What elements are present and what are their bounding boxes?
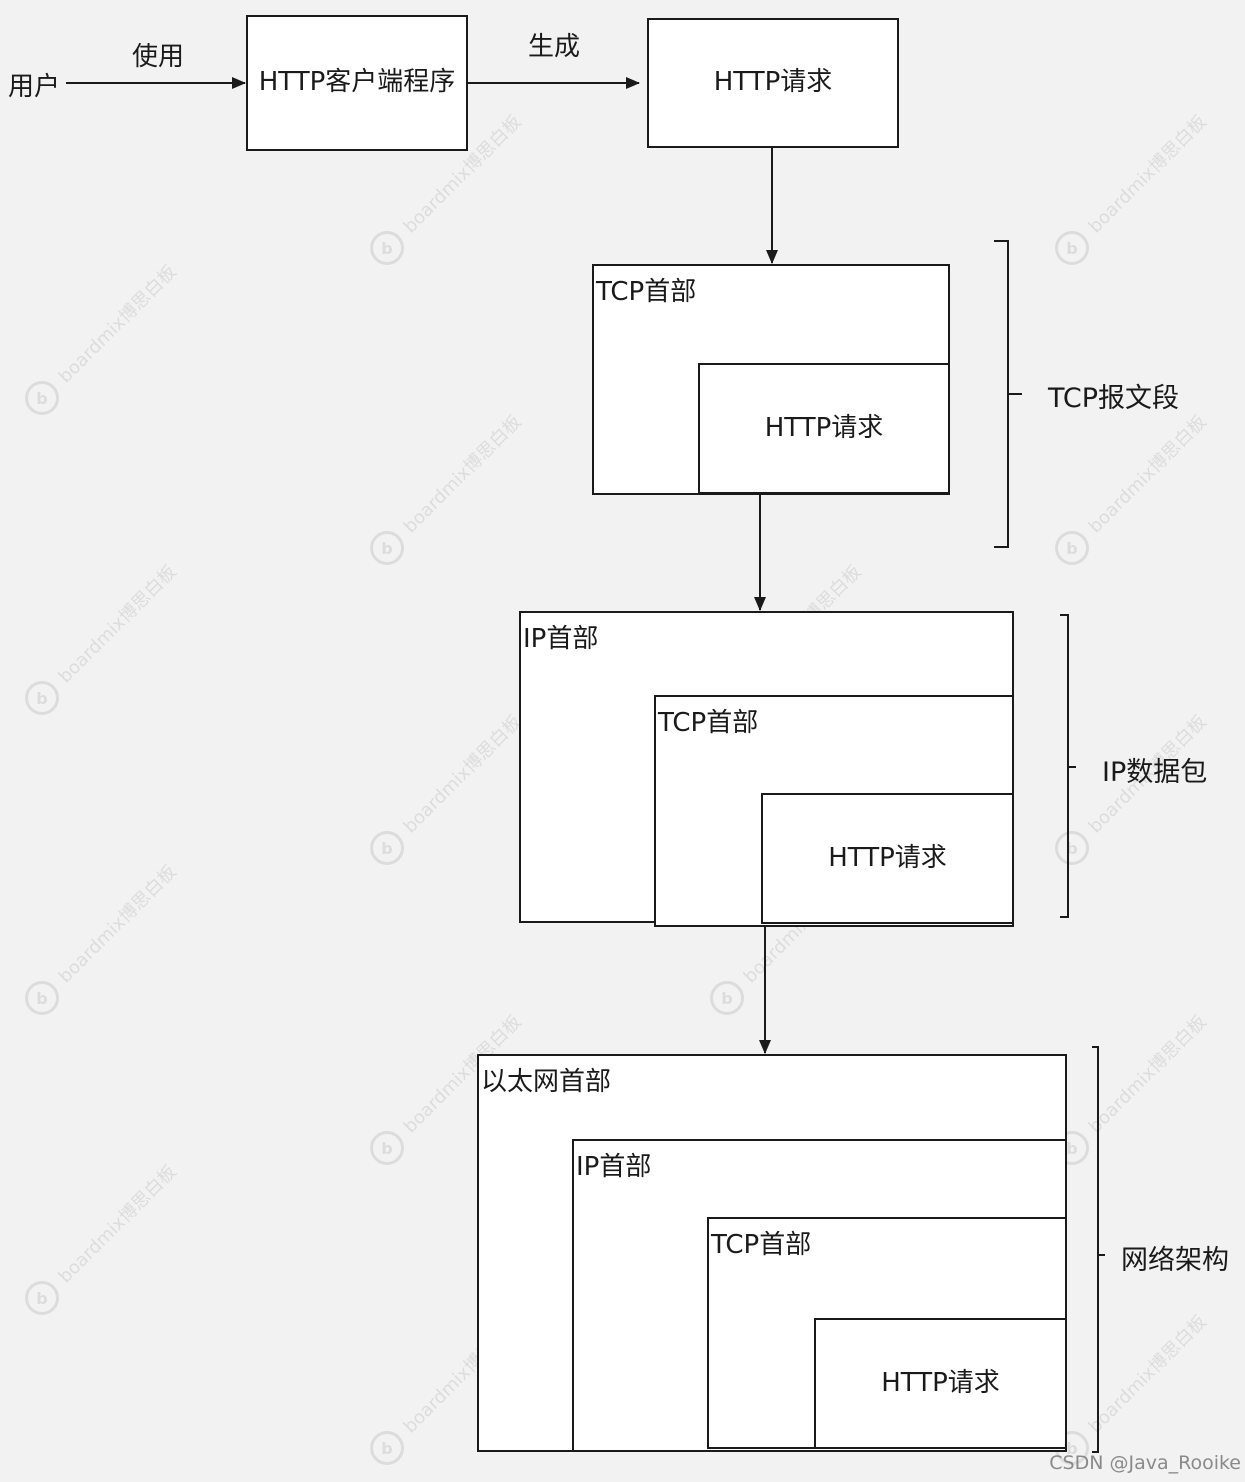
- tcp-segment-bracket: [994, 240, 1009, 548]
- ip-packet-bracket-label: IP数据包: [1102, 757, 1208, 788]
- generate-edge-label: 生成: [528, 32, 581, 62]
- ip-http-box: HTTP请求: [761, 793, 1014, 924]
- tcp-segment-bracket-label: TCP报文段: [1048, 383, 1180, 414]
- user-label: 用户: [8, 72, 61, 102]
- http-request-label: HTTP请求: [713, 67, 833, 98]
- frame-http-box: HTTP请求: [814, 1318, 1067, 1449]
- http-client-label: HTTP客户端程序: [258, 67, 456, 98]
- ip-header-label: IP首部: [523, 624, 599, 654]
- network-frame-bracket: [1092, 1046, 1099, 1453]
- credit-watermark: CSDN @Java_Rooike: [1049, 1452, 1241, 1474]
- tcp-payload-http-box: HTTP请求: [698, 363, 950, 494]
- http-request-label: HTTP请求: [828, 842, 947, 873]
- ip-header-label: IP首部: [576, 1152, 652, 1182]
- ip-packet-bracket: [1060, 614, 1069, 918]
- http-request-label: HTTP请求: [764, 412, 884, 443]
- tcp-header-label: TCP首部: [658, 708, 759, 738]
- use-edge-label: 使用: [132, 42, 185, 72]
- http-request-box: HTTP请求: [647, 18, 899, 148]
- ethernet-header-label: 以太网首部: [481, 1067, 612, 1097]
- network-frame-bracket-label: 网络架构: [1121, 1245, 1229, 1276]
- tcp-header-label: TCP首部: [596, 277, 697, 307]
- tcp-header-label: TCP首部: [711, 1230, 812, 1260]
- http-request-label: HTTP请求: [881, 1367, 1000, 1398]
- http-client-box: HTTP客户端程序: [246, 15, 468, 151]
